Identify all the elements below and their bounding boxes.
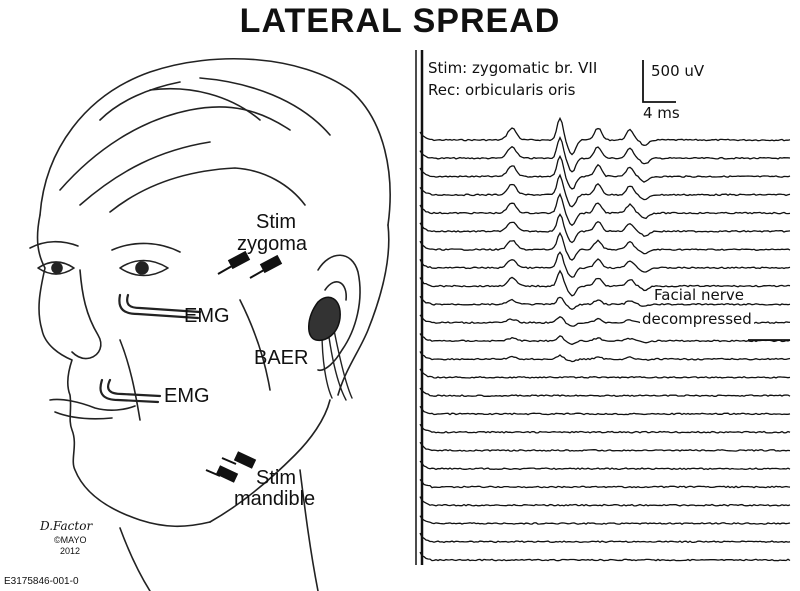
right-eye — [119, 259, 169, 277]
year-label: 2012 — [60, 546, 81, 556]
emg-trace — [419, 154, 791, 190]
emg-upper-label: EMG — [184, 305, 230, 327]
emg-lower-label: EMG — [164, 385, 210, 407]
figure-title: LATERAL SPREAD — [239, 2, 561, 40]
emg-trace — [419, 478, 791, 489]
emg-trace — [419, 551, 791, 562]
figure-id: E3175846-001-0 — [4, 576, 79, 587]
emg-trace — [419, 423, 791, 434]
emg-trace — [419, 213, 791, 244]
stim-mandible-label-1: Stim — [256, 467, 296, 489]
time-scale-label: 4 ms — [643, 104, 680, 122]
emg-trace — [419, 192, 791, 227]
artist-signature: D.Factor — [40, 519, 93, 533]
emg-trace — [419, 251, 791, 278]
left-eye — [37, 261, 75, 275]
scale-bar — [642, 60, 676, 103]
emg-trace — [419, 135, 791, 173]
emg-trace — [419, 368, 791, 379]
emg-trace — [419, 496, 791, 507]
stim-zygoma-label-2: zygoma — [237, 233, 308, 255]
emg-trace — [419, 532, 791, 544]
stim-site-text: Stim: zygomatic br. VII — [428, 59, 598, 77]
emg-trace — [419, 515, 791, 525]
stim-zygoma-label-1: Stim — [256, 211, 296, 233]
ear-outline — [317, 254, 361, 372]
emg-trace — [419, 116, 791, 156]
ear-insert — [308, 296, 341, 342]
emg-trace — [419, 387, 791, 397]
recording-site-text: Rec: orbicularis oris — [428, 81, 576, 99]
hair-outline — [39, 57, 391, 226]
emg-trace — [419, 295, 791, 311]
stim-mandible-label-2: mandible — [234, 488, 316, 510]
emg-trace — [419, 231, 791, 261]
emg-trace — [419, 441, 791, 452]
annotation-line-1: Facial nerve — [652, 286, 746, 304]
emg-trace — [419, 460, 791, 471]
emg-trace — [419, 173, 791, 208]
copyright-label: ©MAYO — [54, 535, 87, 545]
emg-trace — [419, 269, 791, 297]
emg-trace — [419, 405, 791, 416]
baer-label: BAER — [254, 347, 309, 369]
amplitude-scale-label: 500 uV — [651, 62, 705, 80]
emg-trace — [419, 351, 791, 363]
emg-trace — [419, 333, 791, 346]
face-profile — [36, 214, 211, 528]
annotation-line-2: decompressed — [640, 310, 754, 328]
